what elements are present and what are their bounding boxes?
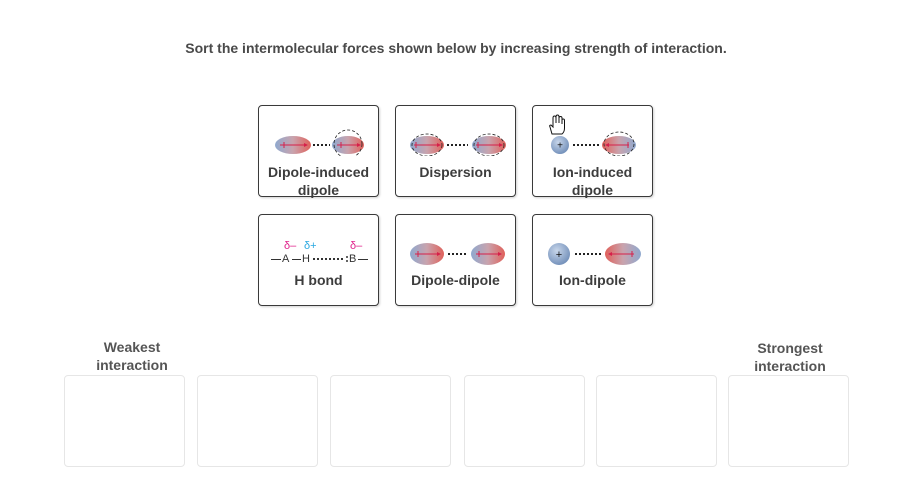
drop-slot-4[interactable] bbox=[464, 375, 585, 467]
card-label: Dipole-induced bbox=[267, 164, 370, 180]
drop-slot-5[interactable] bbox=[596, 375, 717, 467]
drop-slot-1[interactable] bbox=[64, 375, 185, 467]
card-label: H bond bbox=[294, 272, 343, 288]
card-dipole-induced-dipole[interactable]: Dipole-induced dipole bbox=[258, 105, 379, 198]
strongest-label-line1: Strongest bbox=[757, 340, 823, 356]
instruction-text: Sort the intermolecular forces shown bel… bbox=[185, 40, 727, 56]
card-h-bond[interactable]: δ– δ+ δ– A H B H bond bbox=[258, 214, 379, 306]
card-dispersion[interactable]: Dispersion bbox=[395, 105, 516, 197]
card-ion-induced-dipole[interactable]: + Ion-induced dipole bbox=[532, 105, 653, 198]
delta-negative-b: δ– bbox=[350, 240, 363, 252]
weakest-label-line2: interaction bbox=[96, 357, 168, 373]
card-ion-dipole[interactable]: + Ion-dipole bbox=[532, 214, 653, 306]
hand-pointer-cursor-icon bbox=[549, 114, 565, 135]
ion-plus-symbol: + bbox=[556, 249, 562, 261]
h-bond-diagram: δ– δ+ δ– A H B bbox=[259, 240, 378, 270]
ion-dipole-diagram-icon: + bbox=[548, 243, 641, 265]
strongest-label: Strongest interaction bbox=[730, 339, 850, 375]
card-label-line2: dipole bbox=[571, 182, 614, 198]
ion-plus-symbol: + bbox=[557, 141, 563, 152]
strongest-label-line2: interaction bbox=[754, 358, 826, 374]
card-label-line2: dipole bbox=[297, 182, 340, 198]
weakest-label: Weakest interaction bbox=[72, 338, 192, 374]
dispersion-diagram-icon bbox=[410, 133, 506, 156]
card-label: Dispersion bbox=[419, 164, 492, 180]
ion-induced-dipole-diagram-icon: + bbox=[551, 131, 636, 156]
atom-h: H bbox=[302, 253, 310, 265]
drop-slot-2[interactable] bbox=[197, 375, 318, 467]
delta-negative-a: δ– bbox=[284, 240, 297, 252]
atom-b: B bbox=[349, 253, 357, 265]
card-label: Dipole-dipole bbox=[411, 272, 500, 288]
dipole-dipole-diagram-icon bbox=[410, 243, 505, 265]
card-label: Ion-induced bbox=[552, 164, 633, 180]
delta-positive-h: δ+ bbox=[304, 240, 317, 252]
card-label: Ion-dipole bbox=[559, 272, 626, 288]
drop-slot-6[interactable] bbox=[728, 375, 849, 467]
drop-slot-3[interactable] bbox=[330, 375, 451, 467]
weakest-label-line1: Weakest bbox=[103, 339, 161, 355]
atom-a: A bbox=[282, 253, 290, 265]
card-dipole-dipole[interactable]: Dipole-dipole bbox=[395, 214, 516, 306]
dipole-induced-dipole-diagram-icon bbox=[275, 129, 364, 156]
